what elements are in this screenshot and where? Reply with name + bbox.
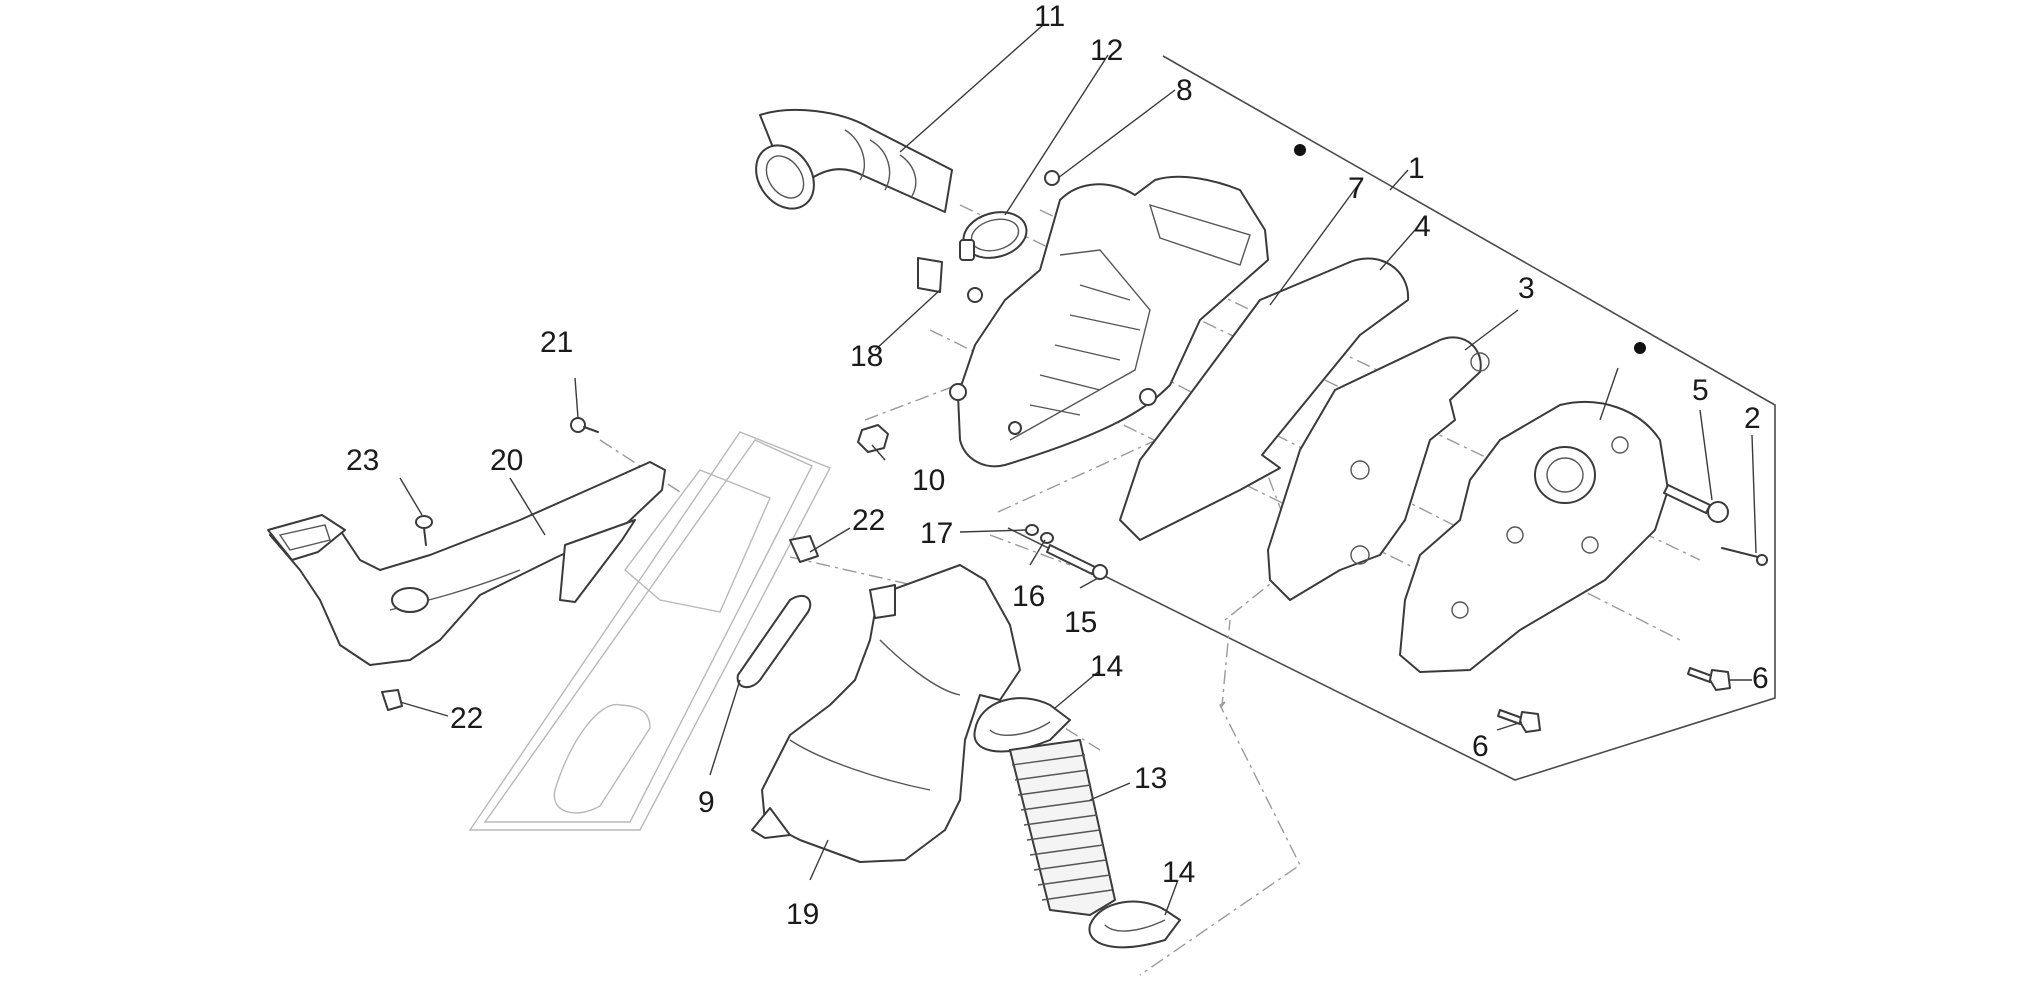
- callout-15: 15: [1064, 606, 1097, 639]
- callout-12: 12: [1090, 34, 1123, 67]
- callout-22-lower: 22: [450, 702, 483, 735]
- filter-element-part-3[interactable]: [1267, 336, 1490, 601]
- callout-2: 2: [1744, 402, 1761, 435]
- callout-18: 18: [850, 340, 883, 373]
- seal-part-9[interactable]: [736, 594, 812, 689]
- clip-part-22-upper[interactable]: [789, 535, 819, 563]
- callout-17: 17: [920, 517, 953, 550]
- bolt-part-15[interactable]: [1046, 544, 1108, 580]
- clip-part-18[interactable]: [917, 257, 983, 303]
- callout-7: 7: [1348, 172, 1365, 205]
- callout-5: 5: [1692, 374, 1709, 407]
- callout-23: 23: [346, 444, 379, 477]
- callout-6-lower: 6: [1472, 730, 1489, 763]
- callout-14-upper: 14: [1090, 650, 1123, 683]
- lower-duct-part-19[interactable]: [751, 564, 1021, 863]
- callout-19: 19: [786, 898, 819, 931]
- bellows-part-13[interactable]: [1009, 739, 1116, 916]
- callout-16: 16: [1012, 580, 1045, 613]
- callout-14-lower: 14: [1162, 856, 1195, 889]
- callout-4: 4: [1414, 210, 1431, 243]
- screw-part-6-lower[interactable]: [1497, 709, 1541, 733]
- leader-lines: [399, 24, 1757, 916]
- washer-part-16[interactable]: [1040, 532, 1054, 544]
- body-panel-outline: [468, 431, 831, 831]
- callout-9: 9: [698, 786, 715, 819]
- callout-11: 11: [1034, 0, 1065, 33]
- screw-part-5[interactable]: [1663, 484, 1729, 523]
- air-box-cover[interactable]: [1399, 400, 1669, 673]
- callout-22-upper: 22: [852, 504, 885, 537]
- clip-part-22-lower[interactable]: [381, 689, 403, 711]
- inlet-duct-part-20[interactable]: [267, 461, 666, 666]
- gasket-part-4[interactable]: [1119, 257, 1410, 541]
- callout-20: 20: [490, 444, 523, 477]
- callout-3: 3: [1518, 272, 1535, 305]
- callout-6-right: 6: [1752, 662, 1769, 695]
- callout-1: 1: [1408, 152, 1425, 185]
- air-box-housing-part-1[interactable]: [949, 175, 1269, 468]
- screw-part-23[interactable]: [415, 515, 433, 546]
- washer-part-17[interactable]: [1025, 524, 1039, 536]
- callout-21: 21: [540, 326, 573, 359]
- kit-marker-dot-2: [1634, 342, 1646, 354]
- nut-part-10[interactable]: [857, 424, 889, 453]
- intake-duct-part-11[interactable]: [744, 108, 953, 220]
- screw-part-6-right[interactable]: [1687, 667, 1731, 691]
- callout-8: 8: [1176, 74, 1193, 107]
- kit-marker-dot: [1294, 144, 1306, 156]
- screw-part-2[interactable]: [1721, 547, 1768, 566]
- screw-part-21[interactable]: [570, 417, 599, 433]
- hose-clamp-part-14-lower[interactable]: [1088, 900, 1181, 949]
- washer-part-8[interactable]: [1044, 170, 1060, 186]
- hose-clamp-part-12[interactable]: [958, 205, 1031, 264]
- callout-10: 10: [912, 464, 945, 497]
- callout-13: 13: [1134, 762, 1167, 795]
- callout-labels: 1 2 3 4 5 6 6 7 8 9 10 11 12 13 14 14 15…: [346, 0, 1769, 931]
